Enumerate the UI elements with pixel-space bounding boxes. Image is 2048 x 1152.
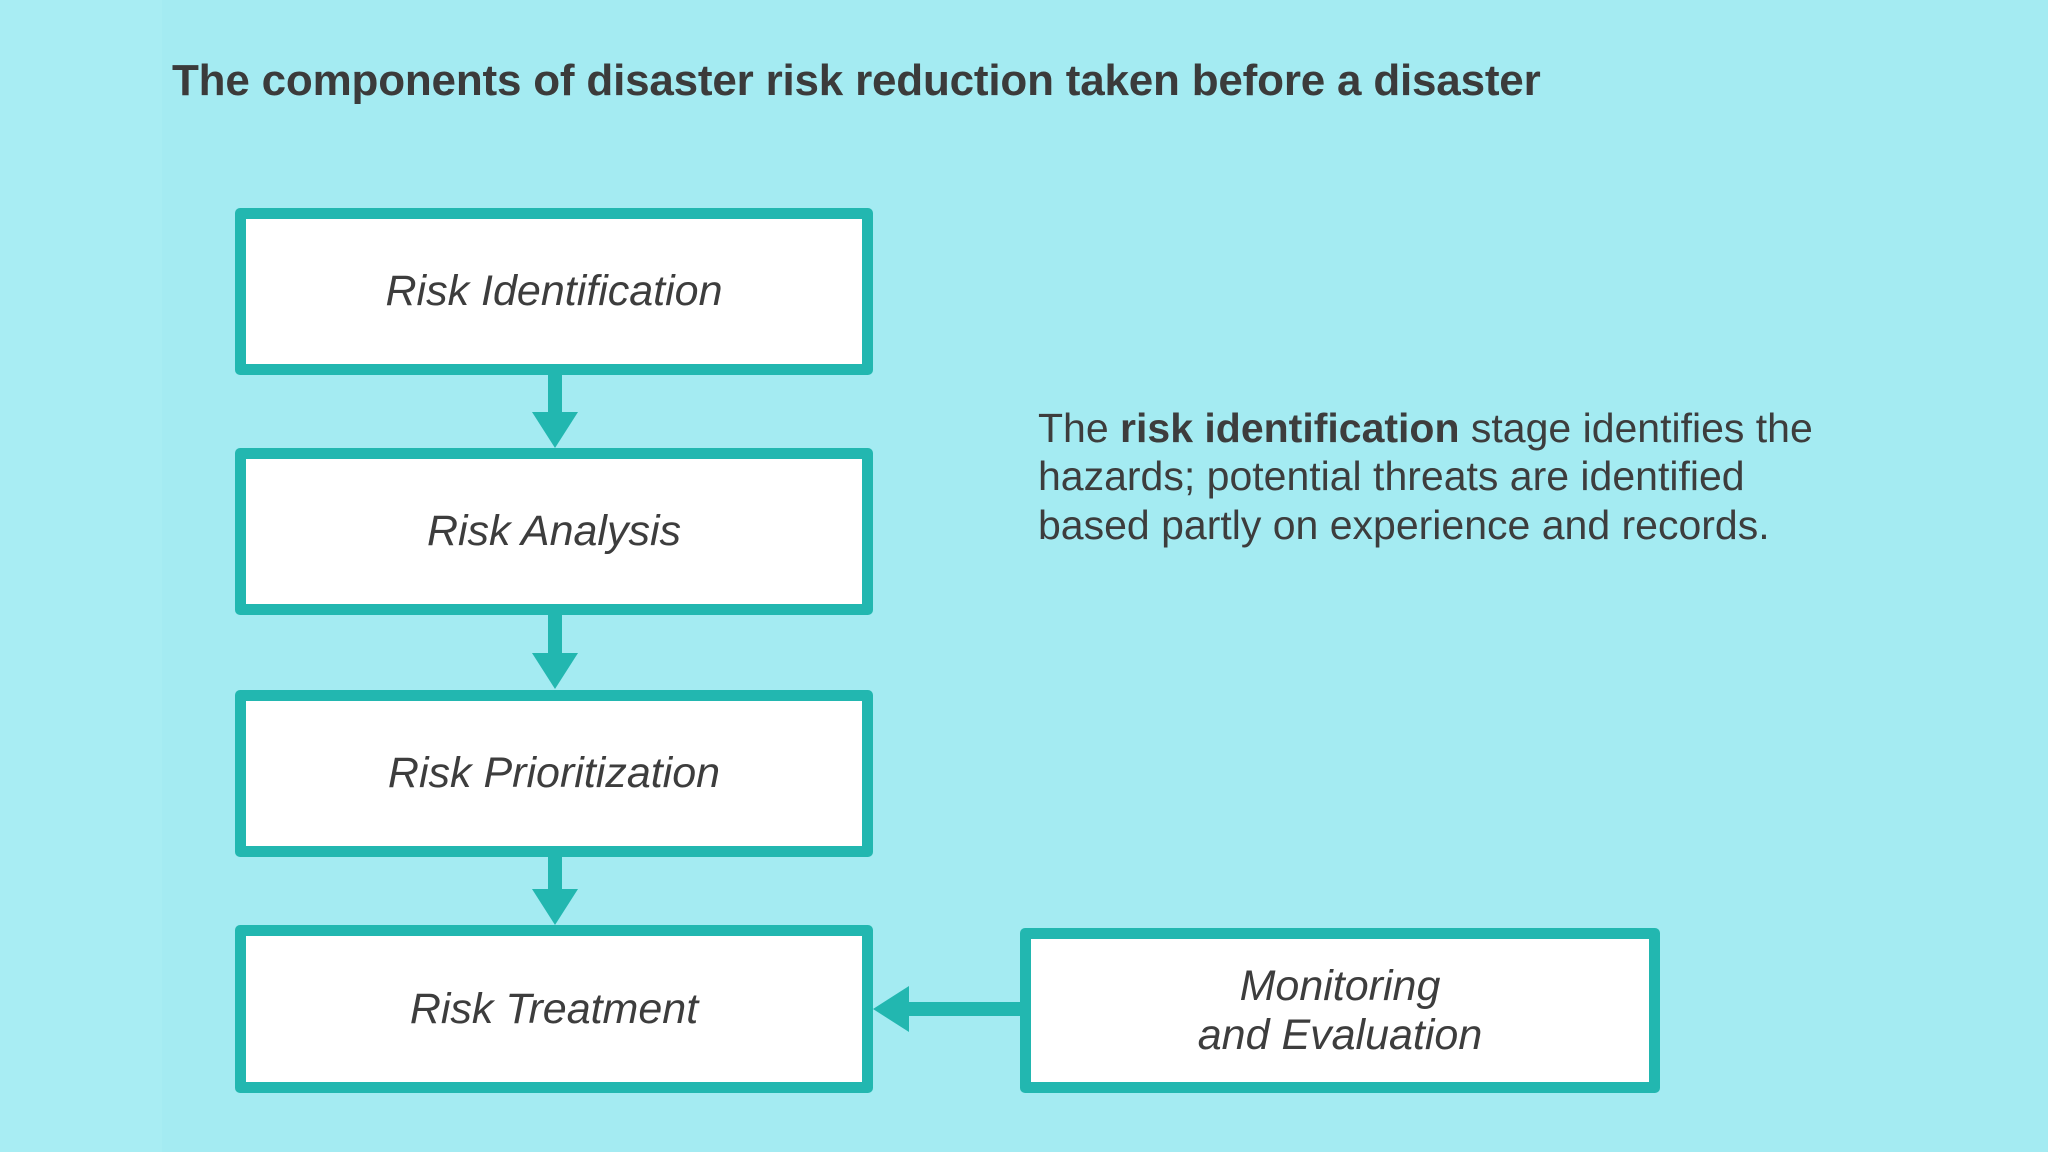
arrow-shaft (548, 856, 562, 891)
description-rest: stage identifies the hazards; potential … (1038, 405, 1813, 548)
flow-node-label: Risk Prioritization (387, 749, 721, 798)
flow-node-label: Risk Identification (385, 267, 723, 316)
arrow-head (532, 889, 578, 925)
page-title: The components of disaster risk reductio… (172, 56, 1541, 105)
flow-node-label: Monitoring and Evaluation (1197, 962, 1483, 1059)
arrow-shaft (548, 614, 562, 655)
flow-node-monitoring-and-evaluation[interactable]: Monitoring and Evaluation (1020, 928, 1660, 1093)
arrow-shaft (905, 1002, 1020, 1016)
flow-node-risk-analysis[interactable]: Risk Analysis (235, 448, 873, 615)
arrow-shaft (548, 374, 562, 414)
description-lead: The (1038, 405, 1121, 451)
flow-node-label: Risk Analysis (426, 507, 682, 556)
arrow-left-icon (873, 986, 1020, 1032)
arrow-down-icon (532, 374, 578, 448)
description-emphasis: risk identification (1120, 405, 1460, 451)
arrow-down-icon (532, 856, 578, 926)
background-band (0, 0, 162, 1152)
arrow-head (532, 412, 578, 448)
arrow-head (873, 986, 909, 1032)
arrow-down-icon (532, 614, 578, 690)
flow-node-risk-prioritization[interactable]: Risk Prioritization (235, 690, 873, 857)
arrow-head (532, 653, 578, 689)
flow-node-risk-treatment[interactable]: Risk Treatment (235, 925, 873, 1093)
flow-node-risk-identification[interactable]: Risk Identification (235, 208, 873, 375)
flow-node-label: Risk Treatment (409, 984, 699, 1033)
description-text: The risk identification stage identifies… (1038, 404, 1838, 549)
